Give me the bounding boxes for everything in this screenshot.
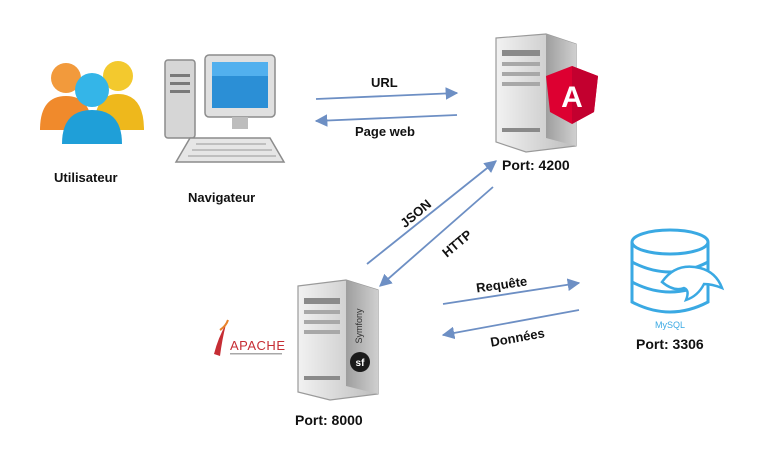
apache-logo-icon: APACHE [214, 319, 286, 356]
mysql-database-icon: MySQL [630, 228, 725, 330]
mysql-product-text: MySQL [655, 320, 685, 330]
arrow-requete [442, 278, 581, 305]
user-label: Utilisateur [54, 170, 118, 185]
symfony-logo-text: sf [356, 358, 366, 369]
arrow-http [379, 186, 494, 287]
mysql-port-label: Port: 3306 [636, 336, 704, 352]
angular-server-icon: A [495, 33, 598, 153]
arrow-donnees [441, 309, 580, 340]
angular-logo-icon: A [546, 66, 598, 124]
symfony-server-icon: Symfony sf [297, 279, 379, 401]
browser-label: Navigateur [188, 190, 256, 205]
arrow-url [315, 87, 459, 100]
symfony-side-text: Symfony [354, 308, 364, 344]
symfony-port-label: Port: 8000 [295, 412, 363, 428]
angular-logo-letter: A [561, 81, 583, 114]
computer-icon [164, 54, 286, 163]
arrow-page-web [314, 114, 458, 127]
edge-label-page-web: Page web [355, 124, 415, 139]
angular-port-label: Port: 4200 [502, 157, 570, 173]
arrow-json [366, 160, 497, 265]
edge-label-url: URL [371, 75, 398, 90]
users-icon [40, 61, 144, 144]
arrows [314, 87, 581, 340]
symfony-logo-icon: sf [350, 352, 370, 372]
apache-logo-text: APACHE [230, 338, 286, 353]
